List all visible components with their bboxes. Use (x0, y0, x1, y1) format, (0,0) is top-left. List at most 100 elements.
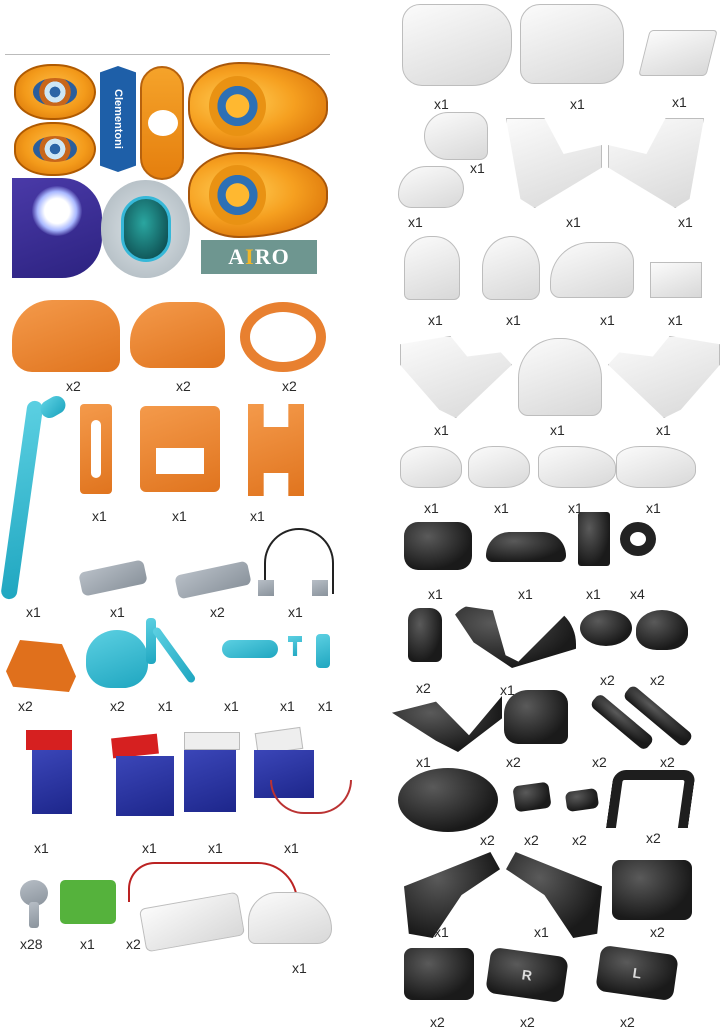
qty-label: x1 (408, 214, 423, 230)
qty-label: x2 (18, 698, 33, 714)
battery-contact-double (174, 560, 252, 600)
qty-label: x2 (430, 1014, 445, 1030)
qty-label: x1 (26, 604, 41, 620)
qty-label: x1 (318, 698, 333, 714)
servo-cable (270, 780, 352, 814)
sticker-eye-big-bottom (188, 152, 328, 238)
qty-label: x1 (34, 840, 49, 856)
qty-label: x1 (586, 586, 601, 602)
qty-label: x2 (646, 830, 661, 846)
white-neck (550, 242, 634, 298)
qty-label: x1 (280, 698, 295, 714)
white-foot-d (616, 446, 696, 488)
led-cap-right (312, 580, 328, 596)
black-clip-a (512, 781, 552, 813)
black-frame-b (404, 948, 474, 1000)
qty-label: x2 (176, 378, 191, 394)
white-body-top (520, 4, 624, 84)
white-arm-frame-right (608, 118, 704, 208)
white-foot-b (468, 446, 530, 488)
qty-label: x2 (480, 832, 495, 848)
qty-label: x1 (470, 160, 485, 176)
qty-label: x2 (520, 1014, 535, 1030)
qty-label: x1 (142, 840, 157, 856)
black-hand-assembly (448, 604, 576, 668)
servo-horn-white-1 (184, 732, 240, 750)
qty-label: x2 (620, 1014, 635, 1030)
led-wire-assembly (264, 528, 334, 594)
black-frame-a (612, 860, 692, 920)
white-head-front (404, 236, 460, 300)
white-shoulder-b (398, 166, 464, 208)
sticker-visor (101, 180, 190, 278)
qty-label: x1 (656, 422, 671, 438)
black-cage (504, 690, 568, 744)
orange-head-cover-large (12, 300, 120, 372)
white-shell (248, 892, 332, 944)
qty-label: x2 (600, 672, 615, 688)
qty-label: x1 (566, 214, 581, 230)
sticker-eye-big-top (188, 62, 328, 150)
qty-label: x1 (672, 94, 687, 110)
cyan-fork-arm-branch (151, 625, 197, 685)
cyan-fork-arm (146, 618, 156, 664)
black-plate (486, 532, 566, 562)
cyan-t-pin (288, 636, 302, 656)
qty-label: x1 (434, 96, 449, 112)
qty-label: x1 (284, 840, 299, 856)
black-bracket (578, 512, 610, 566)
black-ridged-cap (580, 610, 632, 646)
qty-label: x1 (292, 960, 307, 976)
black-clip-b (564, 787, 600, 813)
led-cap-left (258, 580, 274, 596)
sticker-brand: Clementoni (100, 66, 136, 172)
qty-label: x1 (110, 604, 125, 620)
cyan-arm-lever-tip (37, 392, 69, 422)
qty-label: x1 (494, 500, 509, 516)
qty-label: x2 (110, 698, 125, 714)
qty-label: x2 (416, 680, 431, 696)
qty-label: x2 (650, 672, 665, 688)
white-foot-c (538, 446, 616, 488)
qty-label: x1 (172, 508, 187, 524)
black-hand-assembly-2 (392, 696, 502, 752)
qty-label: x1 (506, 312, 521, 328)
black-spring-post (408, 608, 442, 662)
sticker-eye-top-left (14, 64, 96, 120)
sticker-center-tab (140, 66, 184, 180)
servo-red-1 (32, 750, 72, 814)
qty-label: x2 (660, 754, 675, 770)
qty-label: x2 (66, 378, 81, 394)
black-foot-l: L (595, 944, 679, 1002)
qty-label: x2 (524, 832, 539, 848)
white-hex-plate (638, 30, 718, 76)
foot-l-glyph: L (631, 964, 643, 982)
circuit-board (60, 880, 116, 924)
screw-head (20, 880, 48, 906)
qty-label: x2 (592, 754, 607, 770)
qty-label: x1 (518, 586, 533, 602)
white-head-back (482, 236, 540, 300)
qty-label: x1 (92, 508, 107, 524)
qty-label: x1 (208, 840, 223, 856)
qty-label: x1 (434, 924, 449, 940)
qty-label: x1 (416, 754, 431, 770)
product-logo: AIRO (201, 240, 317, 274)
black-wheel (398, 768, 498, 832)
qty-label: x1 (424, 500, 439, 516)
qty-label: x2 (282, 378, 297, 394)
white-body-base (402, 4, 512, 86)
white-arm-frame-left (506, 118, 602, 208)
servo-horn-red-1 (26, 730, 72, 750)
qty-label: x1 (428, 312, 443, 328)
qty-label: x1 (600, 312, 615, 328)
orange-bracket (6, 640, 76, 692)
black-hip-left (404, 852, 500, 938)
qty-label: x1 (646, 500, 661, 516)
cyan-dome (86, 630, 148, 688)
battery-contact-single (78, 559, 148, 597)
orange-ring (240, 302, 326, 372)
orange-grille-frame (140, 406, 220, 492)
sticker-sheet (5, 54, 330, 284)
cyan-x-pin (316, 634, 330, 668)
